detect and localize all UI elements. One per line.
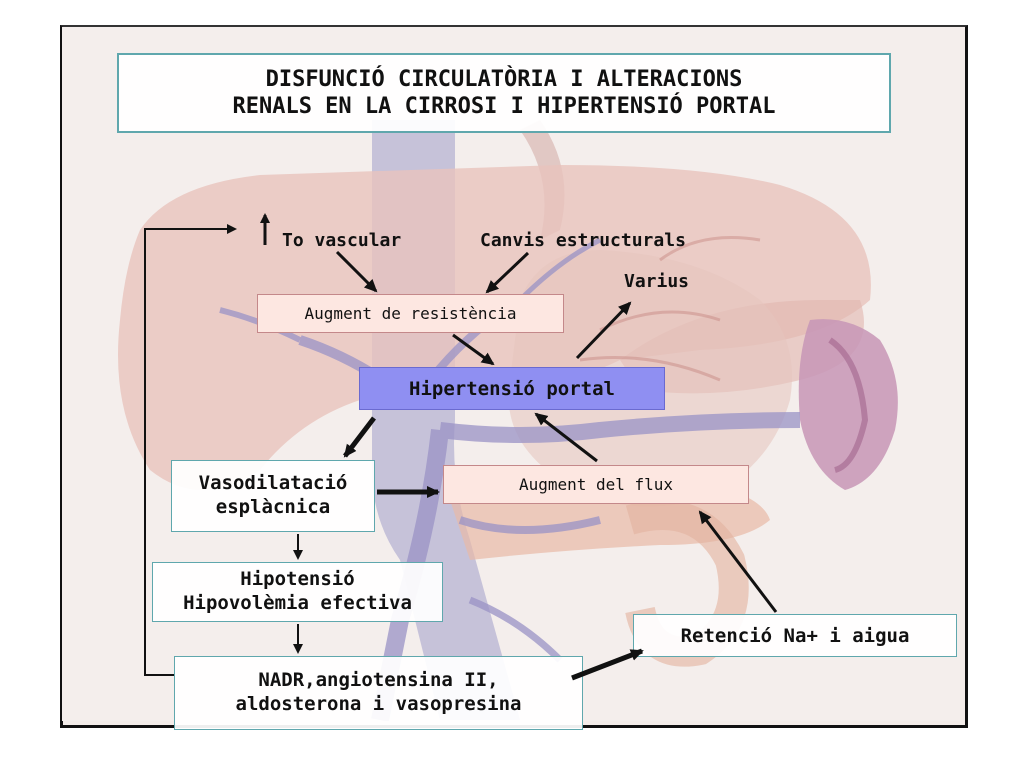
- node-hipertensio-portal-text: Hipertensió portal: [409, 377, 615, 400]
- arrow-to-vascular-resistencia: [335, 250, 378, 293]
- diagram-title: DISFUNCIÓ CIRCULATÒRIA I ALTERACIONS REN…: [117, 53, 891, 133]
- node-nadr-line-1: NADR,angiotensina II,: [258, 669, 499, 692]
- node-hipotensio-line-2: Hipovolèmia efectiva: [183, 592, 412, 614]
- arrow-nadr-retencio: [571, 648, 644, 681]
- node-augment-flux: Augment del flux: [443, 465, 749, 504]
- node-hipotensio: Hipotensió Hipovolèmia efectiva: [152, 562, 443, 622]
- node-nadr: NADR,angiotensina II, aldosterona i vaso…: [174, 656, 583, 730]
- node-nadr-line-2: aldosterona i vasopresina: [235, 693, 522, 715]
- node-vasodilatacio: Vasodilatació esplàcnica: [171, 460, 375, 532]
- node-hipotensio-line-1: Hipotensió: [240, 568, 355, 591]
- label-canvis-estructurals: Canvis estructurals: [480, 230, 686, 251]
- title-line-1: DISFUNCIÓ CIRCULATÒRIA I ALTERACIONS: [265, 66, 743, 92]
- node-retencio-text: Retenció Na+ i aigua: [680, 624, 910, 647]
- node-augment-resistencia-text: Augment de resistència: [304, 304, 517, 323]
- arrow-flux-hipertensio: [534, 412, 598, 463]
- label-varius: Varius: [624, 271, 690, 292]
- arrow-canvis-resistencia: [485, 251, 530, 294]
- arrow-feedback-loop: [144, 224, 237, 676]
- node-vasodilatacio-line-1: Vasodilatació: [198, 472, 348, 495]
- node-augment-flux-text: Augment del flux: [518, 475, 674, 494]
- label-to-vascular: To vascular: [282, 230, 402, 251]
- arrow-resistencia-hipertensio: [452, 333, 495, 366]
- arrow-hipertensio-vasodilatacio: [343, 416, 376, 458]
- node-retencio: Retenció Na+ i aigua: [633, 614, 957, 657]
- node-vasodilatacio-line-2: esplàcnica: [215, 496, 331, 518]
- title-line-2: RENALS EN LA CIRROSI I HIPERTENSIÓ PORTA…: [232, 94, 776, 119]
- arrow-hipertensio-varius: [575, 301, 632, 360]
- node-augment-resistencia: Augment de resistència: [257, 294, 564, 333]
- arrow-retencio-flux: [698, 510, 778, 613]
- node-hipertensio-portal: Hipertensió portal: [359, 367, 665, 410]
